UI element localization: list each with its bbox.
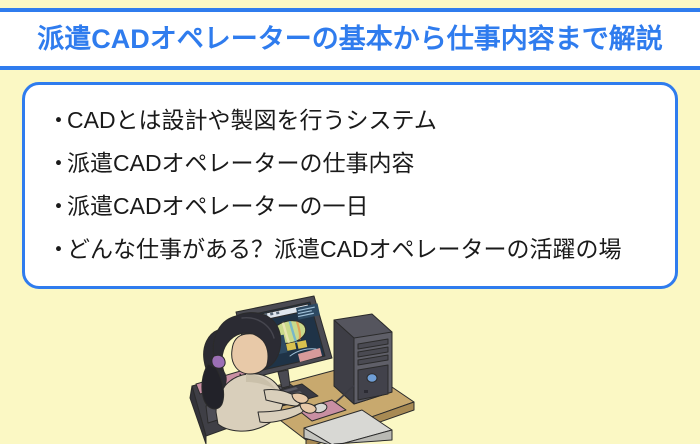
list-item-label: 派遣CADオペレーターの一日	[67, 193, 369, 219]
list-item: ・ どんな仕事がある？派遣CADオペレーターの活躍の場	[47, 228, 675, 271]
bullet-icon: ・	[47, 193, 70, 219]
list-item-label: 派遣CADオペレーターの仕事内容	[67, 150, 415, 176]
bullet-icon: ・	[47, 107, 70, 133]
cad-operator-at-desk-illustration	[186, 294, 426, 444]
bullet-icon: ・	[47, 150, 70, 176]
bullet-icon: ・	[47, 236, 70, 262]
list-item-label: CADとは設計や製図を行うシステム	[67, 107, 437, 133]
list-item: ・ 派遣CADオペレーターの一日	[47, 185, 675, 228]
list-item: ・ CADとは設計や製図を行うシステム	[47, 99, 675, 142]
list-item: ・ 派遣CADオペレーターの仕事内容	[47, 142, 675, 185]
content-box: ・ CADとは設計や製図を行うシステム ・ 派遣CADオペレーターの仕事内容 ・…	[22, 82, 678, 289]
list-item-label: どんな仕事がある？派遣CADオペレーターの活躍の場	[67, 236, 622, 262]
title-band: 派遣CADオペレーターの基本から仕事内容まで解説	[0, 8, 700, 70]
page-title: 派遣CADオペレーターの基本から仕事内容まで解説	[37, 23, 663, 54]
